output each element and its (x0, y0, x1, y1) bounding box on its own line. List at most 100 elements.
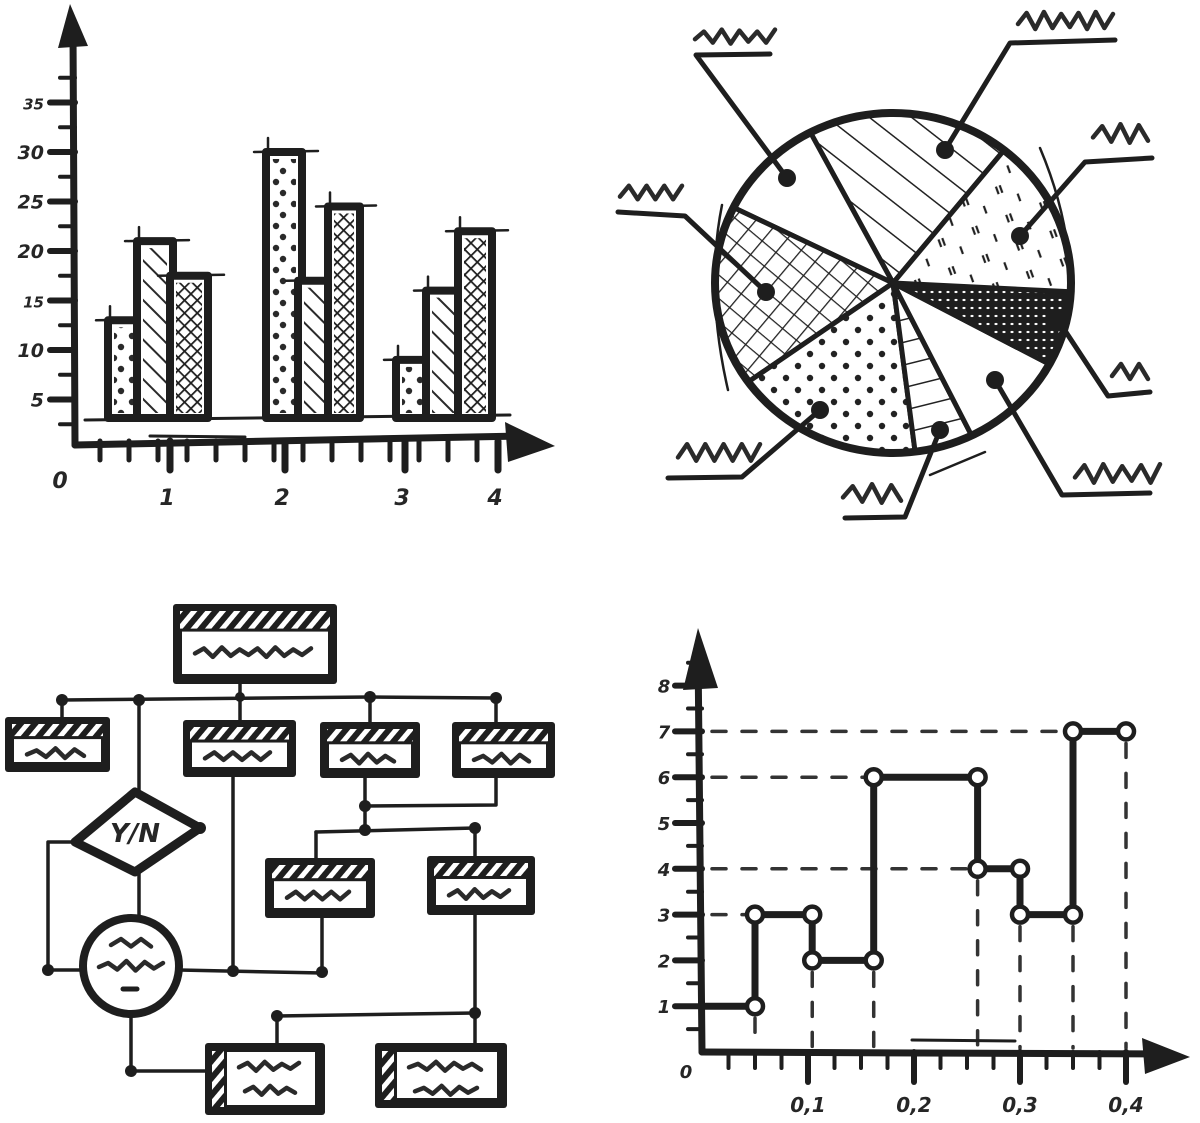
y-tick-label: 6 (658, 768, 671, 789)
bar-crosshatch-3 (444, 215, 510, 422)
connector (129, 1012, 207, 1073)
box-body (182, 631, 328, 674)
data-point-marker-icon (1009, 904, 1031, 925)
leader-dot-icon (1049, 311, 1067, 329)
scribble-label (406, 1059, 484, 1073)
process-circle (79, 914, 183, 1018)
pie-slice-4 (890, 280, 975, 455)
step-chart-guide-lines (710, 729, 1128, 1050)
flow-node-b8 (375, 1043, 507, 1108)
pie-slice-5 (890, 280, 1052, 438)
x-tick-label: 0,2 (896, 1093, 931, 1117)
bar-crosshatch-1 (156, 260, 226, 422)
box-body (14, 739, 101, 762)
x-axis-arrow-icon (1142, 1038, 1190, 1074)
leader-dot-icon (936, 141, 954, 159)
pie-slice-6 (890, 280, 1074, 367)
y-tick-label: 10 (18, 340, 44, 362)
junction-dot-icon (364, 691, 376, 703)
leader-line (942, 37, 1118, 153)
box-header-hatch (180, 611, 330, 629)
junction-dot-icon (42, 964, 54, 976)
bar-pattern (143, 248, 167, 413)
bar-pattern (432, 297, 454, 413)
junction-dot-icon (235, 692, 245, 702)
leader-line (665, 407, 823, 481)
junction-dot-icon (469, 1007, 481, 1019)
scribble-label (692, 27, 778, 46)
connector (363, 776, 498, 808)
junction-dot-icon (271, 1010, 283, 1022)
connector (177, 968, 324, 975)
data-point-marker-icon (1062, 904, 1084, 925)
leader-line (693, 51, 790, 181)
junction-dot-icon (490, 692, 502, 704)
data-point-marker-icon (1009, 858, 1031, 880)
data-point-marker-icon (744, 995, 766, 1017)
scribble-label (242, 1083, 298, 1097)
leader-dot-icon (757, 283, 775, 301)
box-frame (320, 722, 420, 778)
data-point-marker-icon (1062, 721, 1084, 742)
decision-diamond (70, 787, 205, 877)
leader-line (842, 427, 943, 521)
y-tick-label: 5 (31, 390, 44, 412)
sketch-stroke (1038, 146, 1070, 252)
bar-pattern (304, 287, 324, 413)
decision-label: Y/N (110, 819, 160, 849)
pie-leader-3 (1011, 121, 1155, 245)
flow-node-b3 (320, 722, 420, 778)
box-body (274, 881, 366, 908)
junction-dot-icon (359, 800, 371, 812)
junction-dot-icon (194, 822, 206, 834)
scribble-label (24, 746, 87, 761)
scribble-label (1015, 9, 1116, 32)
leader-dot-icon (811, 401, 829, 419)
sketch-stroke (910, 1038, 1017, 1043)
box-header-hatch (190, 727, 289, 740)
sketch-stroke (148, 434, 247, 439)
flow-node-top (173, 604, 337, 684)
step-chart-line (698, 721, 1137, 1017)
pie-leader-2 (936, 9, 1118, 159)
pie-slices (711, 109, 1075, 477)
pie-slice-7 (890, 147, 1074, 295)
bar-pattern (272, 159, 296, 413)
x-tick-label: 1 (159, 486, 174, 511)
pie-leader-0 (692, 27, 796, 187)
x-tick-label: 2 (274, 486, 289, 511)
leader-dot-icon (1011, 227, 1029, 245)
flow-node-process (79, 914, 183, 1018)
box-frame (265, 858, 375, 918)
y-tick-label: 8 (658, 677, 671, 698)
leader-line (1017, 155, 1155, 239)
sketch-stroke (928, 450, 987, 477)
x-axis-line (71, 432, 524, 449)
y-axis-line (69, 26, 79, 449)
flow-node-b2 (183, 720, 296, 777)
flow-node-b4 (452, 722, 555, 778)
box-frame (427, 856, 535, 915)
box-frame (183, 720, 296, 777)
y-axis-arrow-icon (683, 628, 718, 690)
scribble-label (202, 750, 273, 763)
data-point-marker-icon (744, 904, 766, 925)
box-side-hatch (212, 1051, 224, 1107)
box-frame (452, 722, 555, 778)
pie-slice-3 (745, 280, 918, 456)
bar-pattern (464, 238, 486, 413)
box-body (329, 744, 411, 768)
y-tick-label: 7 (658, 722, 671, 743)
x-tick-label: 0 (680, 1062, 693, 1083)
data-point-marker-icon (863, 950, 884, 971)
sketch-stroke (713, 203, 730, 392)
step-path (698, 727, 1130, 1010)
box-body (461, 744, 546, 768)
y-tick-label: 30 (18, 142, 44, 164)
pie-slice-0 (807, 110, 1007, 286)
connector (46, 840, 85, 972)
flow-node-b5 (265, 858, 375, 918)
box-header-hatch (12, 724, 103, 737)
sketch-stroke (444, 228, 510, 233)
